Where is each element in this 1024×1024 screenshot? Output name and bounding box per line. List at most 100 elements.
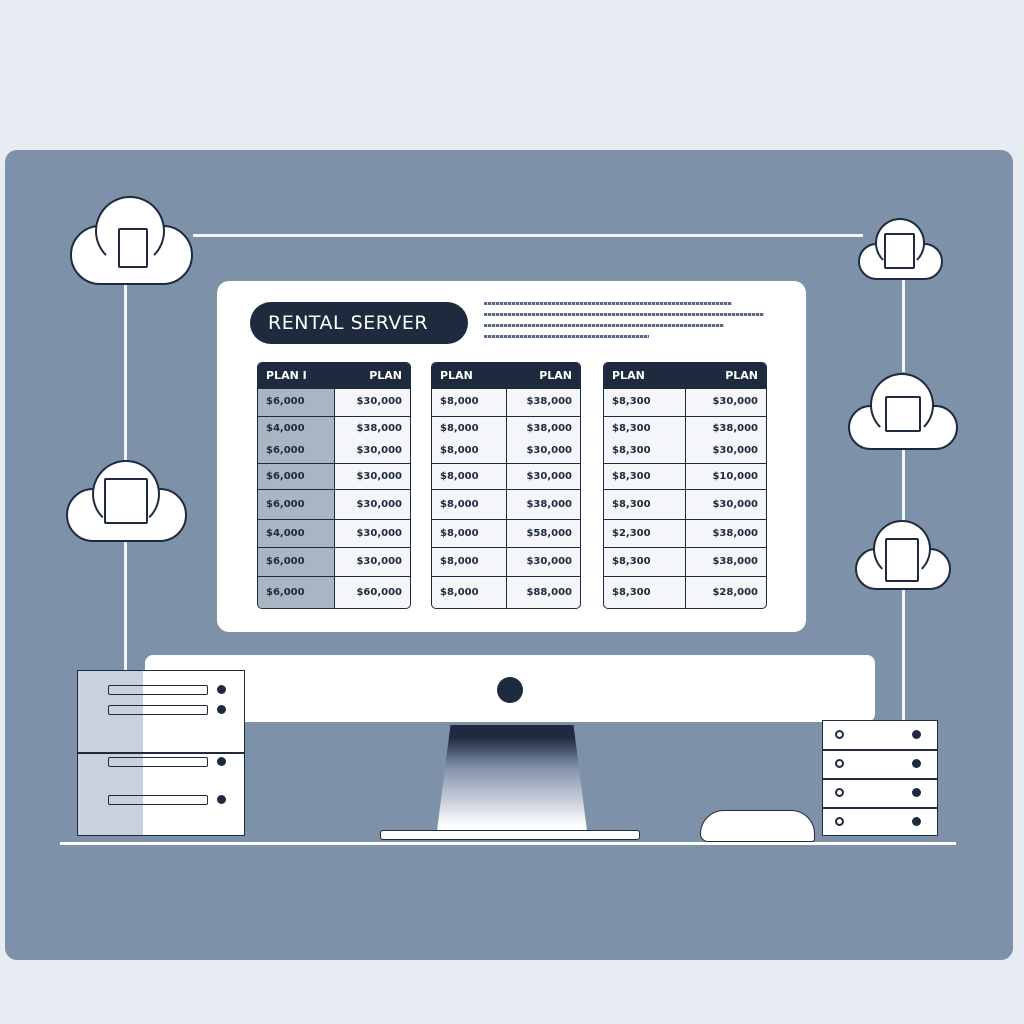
price-cell: $6,000 bbox=[258, 388, 334, 416]
table-row: $8,300 $30,000 bbox=[604, 490, 766, 521]
price-cell: $30,000 bbox=[333, 463, 411, 490]
price-value: $6,000 bbox=[266, 396, 305, 408]
column-header: PLAN bbox=[684, 363, 767, 388]
price-cell: $8,000 bbox=[432, 490, 506, 519]
price-value: $30,000 bbox=[712, 498, 758, 510]
table-row: $8,000 $88,000 bbox=[432, 577, 580, 608]
table-row: $8,300$10,000 bbox=[604, 463, 766, 491]
connector-line bbox=[193, 234, 863, 237]
monitor-stand bbox=[437, 725, 587, 831]
monitor-base bbox=[380, 830, 640, 840]
price-cell: $30,000 bbox=[505, 548, 581, 577]
price-value: $8,300 bbox=[612, 470, 651, 482]
status-led bbox=[912, 788, 921, 797]
price-value: $6,000 bbox=[266, 470, 305, 482]
document-icon bbox=[885, 538, 919, 582]
description-text bbox=[484, 302, 732, 305]
price-cell: $8,300 bbox=[604, 490, 685, 519]
price-cell: $8,000 bbox=[432, 548, 506, 576]
price-cell: $30,000 bbox=[333, 520, 411, 548]
header-label: PLAN bbox=[539, 368, 572, 382]
description-text bbox=[484, 335, 649, 338]
price-cell: $60,000 bbox=[333, 577, 411, 608]
status-led bbox=[217, 685, 226, 694]
price-value: $30,000 bbox=[526, 556, 572, 568]
price-value: $2,300 bbox=[612, 527, 651, 539]
price-value: $38,000 $30,000 bbox=[526, 422, 572, 456]
table-row: $6,000 $30,000 bbox=[258, 463, 411, 491]
table-row: $6,000$30,000 bbox=[258, 490, 411, 521]
status-led bbox=[835, 730, 844, 739]
price-value: $4,000 bbox=[266, 527, 305, 539]
price-value: $8,300 bbox=[612, 556, 651, 568]
price-cell: $88,000 bbox=[505, 577, 581, 608]
price-cell: $30,000 bbox=[505, 463, 581, 490]
table-row: $8,000 $30,000 bbox=[432, 463, 581, 491]
price-value: $60,000 bbox=[356, 586, 402, 598]
price-value: $30,000 bbox=[356, 556, 402, 568]
rack-divider bbox=[822, 778, 938, 780]
price-value: $58,000 bbox=[526, 527, 572, 539]
table-row: $8,300 $28,000 bbox=[604, 577, 766, 608]
price-cell: $38,000 bbox=[505, 490, 581, 520]
status-led bbox=[912, 817, 921, 826]
price-cell: $6,000 bbox=[258, 577, 334, 608]
price-cell: $28,000 bbox=[684, 577, 767, 608]
column-header: PLAN bbox=[604, 363, 685, 388]
connector-line bbox=[902, 280, 905, 372]
table-row: $6,000 $30,000 bbox=[258, 548, 411, 578]
price-value: $8,000 bbox=[440, 586, 479, 598]
price-value: $30,000 bbox=[526, 470, 572, 482]
description-text bbox=[484, 313, 764, 316]
table-row: $4,000 $6,000$38,000 $30,000 bbox=[258, 416, 410, 464]
price-cell: $30,000 bbox=[333, 548, 411, 577]
document-icon bbox=[118, 228, 148, 268]
connector-line bbox=[902, 450, 905, 520]
price-cell: $58,000 bbox=[505, 520, 581, 548]
price-value: $38,000 bbox=[712, 527, 758, 539]
price-value: $38,000 bbox=[712, 556, 758, 568]
table-row: $2,300 $38,000 bbox=[604, 520, 766, 549]
desk-line bbox=[60, 842, 956, 845]
price-value: $28,000 bbox=[712, 586, 758, 598]
price-cell: $30,000 bbox=[333, 490, 411, 520]
drive-slot bbox=[108, 705, 208, 715]
price-value: $30,000 bbox=[356, 470, 402, 482]
price-value: $88,000 bbox=[526, 586, 572, 598]
table-row: $8,000 $30,000 bbox=[432, 548, 581, 578]
column-header: PLAN I bbox=[258, 363, 334, 388]
price-value: $6,000 bbox=[266, 556, 305, 568]
price-value: $8,300 bbox=[612, 586, 651, 598]
mouse-icon[interactable] bbox=[700, 810, 815, 842]
column-header: PLAN bbox=[505, 363, 581, 388]
document-icon bbox=[885, 396, 921, 432]
power-button[interactable] bbox=[497, 677, 523, 703]
price-value: $8,300 bbox=[612, 396, 651, 408]
price-cell: $8,000 bbox=[432, 464, 506, 490]
price-cell: $6,000 bbox=[258, 463, 334, 490]
price-value: $8,000 bbox=[440, 470, 479, 482]
price-cell: $8,300 $8,300 bbox=[604, 417, 685, 463]
page-title: RENTAL SERVER bbox=[250, 302, 468, 344]
price-value: $8,300 bbox=[612, 498, 651, 510]
status-led bbox=[217, 705, 226, 714]
price-cell: $8,300 bbox=[604, 548, 685, 576]
price-cell: $2,300 bbox=[604, 520, 685, 547]
table-row: $8,000 $58,000 bbox=[432, 520, 581, 549]
price-cell: $8,000 bbox=[432, 520, 506, 547]
description-text bbox=[484, 324, 724, 327]
price-value: $6,000 bbox=[266, 586, 305, 598]
price-value: $38,000 $30,000 bbox=[712, 422, 758, 456]
price-value: $8,000 bbox=[440, 527, 479, 539]
price-cell: $38,000 bbox=[505, 388, 581, 416]
price-value: $38,000 bbox=[526, 498, 572, 510]
price-cell: $8,000 bbox=[432, 389, 506, 416]
price-cell: $6,000 bbox=[258, 490, 334, 520]
price-value: $8,000 bbox=[440, 556, 479, 568]
table-row: $6,000 $60,000 bbox=[258, 577, 410, 608]
